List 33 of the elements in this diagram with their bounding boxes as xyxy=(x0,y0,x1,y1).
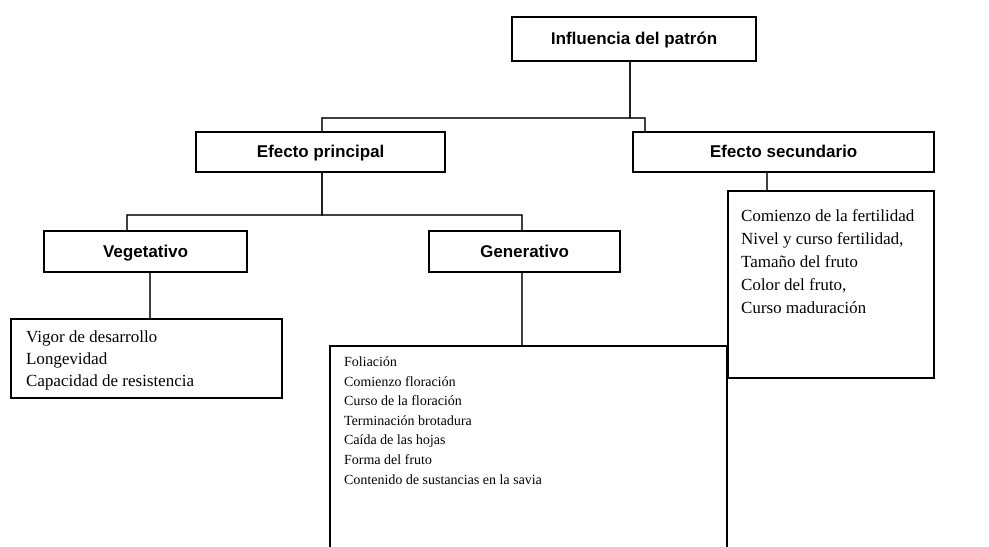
list-item: Vigor de desarrollo xyxy=(26,326,158,348)
box-heading: Generativo xyxy=(480,242,569,262)
list-box xyxy=(727,190,935,379)
list-item: Foliación xyxy=(344,354,397,372)
connector-line xyxy=(321,173,523,230)
list-item: Contenido de sustancias en la savia xyxy=(344,472,542,490)
category-box xyxy=(428,230,621,273)
category-box xyxy=(195,131,446,173)
box-heading: Vegetativo xyxy=(102,242,188,262)
list-box xyxy=(329,345,728,547)
box-heading: Efecto principal xyxy=(256,142,384,162)
list-item: Color del fruto, xyxy=(741,274,846,296)
list-item: Longevidad xyxy=(26,348,108,370)
list-item: Curso de la floración xyxy=(344,393,462,412)
list-item: Curso maduración xyxy=(741,297,866,319)
category-box xyxy=(632,131,935,173)
list-item: Comienzo de la fertilidad xyxy=(741,205,914,227)
list-item: Forma del fruto xyxy=(344,452,432,470)
connector-line xyxy=(149,273,151,318)
connector-line xyxy=(629,62,646,131)
list-item: Capacidad de resistencia xyxy=(26,370,194,392)
list-item: Terminación brotadura xyxy=(344,412,472,431)
connector-line xyxy=(766,173,768,190)
list-box xyxy=(10,318,283,399)
root-box xyxy=(511,16,757,62)
list-item: Caída de las hojas xyxy=(344,432,446,450)
box-heading: Efecto secundario xyxy=(710,142,858,162)
list-item: Nivel y curso fertilidad, xyxy=(741,228,904,250)
list-item: Tamaño del fruto xyxy=(741,251,858,273)
box-heading: Influencia del patrón xyxy=(550,29,718,49)
list-item: Comienzo floración xyxy=(344,374,456,392)
connector-line xyxy=(521,273,523,345)
category-box xyxy=(43,230,248,273)
